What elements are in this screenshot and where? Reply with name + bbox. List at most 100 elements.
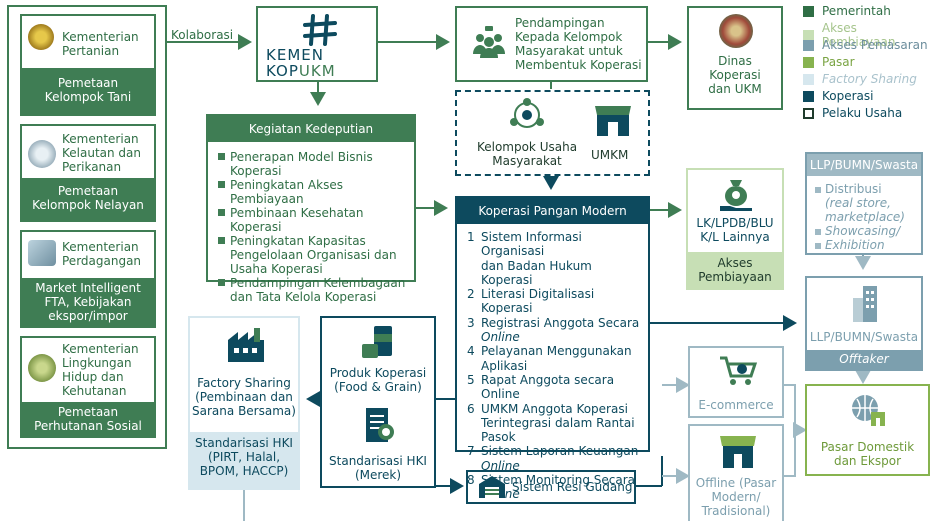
ecommerce-label: E-commerce [698,398,774,412]
lk-line: K/L Lainnya [700,230,770,244]
certificate-icon [366,408,394,442]
standarisasi-line: Standarisasi HKI [329,454,427,468]
ministry-name-line: Kementerian [62,342,139,356]
produk-line: (Food & Grain) [334,380,422,394]
ministry-band-line: Pemetaan [57,76,119,90]
llp-title: LLP/BUMN/Swasta [807,154,921,176]
globe-store-icon [852,395,885,426]
factory-line: Sarana Bersama) [192,404,296,418]
logo-text-line1: KEMEN [266,46,324,64]
ministry-band-line: FTA, Kebijakan [44,295,132,309]
lk-box: LK/LPDB/BLU K/L Lainnya Akses Pembiayaan [686,168,784,290]
kelompok-line: Masyarakat [492,154,562,168]
kelompok-line: Kelompok Usaha [476,140,578,154]
lk-line: LK/LPDB/BLU [696,216,774,230]
pendampingan-line: Masyarakat untuk [515,44,623,58]
standarisasi-line: (Merek) [354,468,402,482]
warehouse-icon [479,476,505,498]
kkp-logo [28,140,56,168]
community-icon [473,26,505,58]
offline-line: Offline (Pasar [695,476,777,490]
ministry-band-line: Kelompok Nelayan [32,198,144,212]
dinas-box: Dinas Koperasi dan UKM [687,6,783,110]
ministry-name-line: Lingkungan [62,356,132,370]
pendampingan-line: Kepada Kelompok [515,30,623,44]
llp-item: Distribusi [815,182,917,196]
legend-item: Pelaku Usaha [803,106,902,120]
ministry-band-line: Perhutanan Sosial [34,419,142,433]
legend-item: Factory Sharing [803,72,917,86]
produk-line: Produk Koperasi [329,366,427,380]
ministry-band-line: Market Intelligent [35,281,141,295]
ministry-pertanian: Kementerian Pertanian Pemetaan Kelompok … [20,14,156,116]
network-group-icon [510,98,544,128]
offtaker-title: LLP/BUMN/Swasta [809,330,919,344]
ecommerce-box: E-commerce [688,346,784,418]
umkm-label: UMKM [591,148,629,162]
factory-line: (Pembinaan dan [195,390,293,404]
factory-band-line: (PIRT, Halal, [207,450,281,464]
pelaku-usaha-box: Kelompok Usaha Masyarakat UMKM [455,90,650,176]
ministry-perdagangan: Kementerian Perdagangan Market Intellige… [20,230,156,328]
factory-icon [228,328,264,362]
ministry-name-line: Perdagangan [62,254,142,268]
kedeputian-item: Pembinaan Kesehatan Koperasi [218,206,410,234]
kolaborasi-label: Kolaborasi [171,28,234,42]
llp-offtaker-box: LLP/BUMN/Swasta Offtaker [805,276,923,371]
ministry-name-line: Pertanian [62,44,120,58]
cart-globe-icon [720,356,758,385]
money-bag-icon [720,180,752,211]
dinas-line: dan UKM [708,82,762,96]
akses-pembiayaan-line: Akses [717,256,753,270]
ministry-name-line: Kementerian [62,30,139,44]
dinas-line: Koperasi [709,68,761,82]
pendampingan-box: Pendampingan Kepada Kelompok Masyarakat … [455,6,648,82]
akses-pembiayaan-line: Pembiayaan [698,270,772,284]
ministry-name-line: Kementerian [62,240,139,254]
factory-band-line: Standarisasi HKI [195,436,293,450]
koperasi-title: Koperasi Pangan Modern [457,198,648,224]
logo-text-kop: KOP [266,62,299,80]
pertanian-logo [28,24,54,50]
store-icon [595,106,631,136]
offtaker-band: Offtaker [807,350,921,369]
factory-band-line: BPOM, HACCP) [199,464,289,478]
legend-item: Akses Pembiayaan [803,21,933,49]
legend-item: Pemerintah [803,4,891,18]
ministry-klhk: Kementerian Lingkungan Hidup dan Kehutan… [20,336,156,438]
legend-item: Akses Pemasaran [803,38,928,52]
produk-box: Produk Koperasi (Food & Grain) Standaris… [320,316,436,488]
kedeputian-item: Peningkatan Akses Pembiayaan [218,178,410,206]
food-cans-icon [362,326,392,358]
dinas-logo [719,14,753,48]
ministry-name-line: Kelautan dan [62,146,142,160]
pasar-line: Pasar Domestik [820,440,915,454]
klhk-logo [28,354,56,382]
factory-sharing-box: Factory Sharing (Pembinaan dan Sarana Be… [188,316,300,490]
hashtag-logo-icon [303,14,337,46]
kemenkop-logo-box: KEMEN KOPUKM [256,6,378,82]
dinas-line: Dinas [718,54,752,68]
ministry-band-line: Pemetaan [57,405,119,419]
llp-item: (real store,marketplace) [825,196,905,224]
llp-item: Showcasing/Exhibition [815,224,917,252]
logo-text-ukm: UKM [298,62,336,80]
ministry-band-line: Kelompok Tani [44,90,132,104]
ministry-name-line: Kementerian [62,132,139,146]
llp-distribusi-box: LLP/BUMN/Swasta Distribusi (real store,m… [805,152,923,255]
resi-gudang-label: Sistem Resi Gudang [512,480,633,494]
market-stall-icon [720,436,756,468]
legend-item: Pasar [803,55,855,69]
pendampingan-line: Pendampingan [515,16,605,30]
ministry-band-line: Pemetaan [57,184,119,198]
kedeputian-title: Kegiatan Kedeputian [208,116,414,142]
ministry-band-line: ekspor/impor [48,309,128,323]
